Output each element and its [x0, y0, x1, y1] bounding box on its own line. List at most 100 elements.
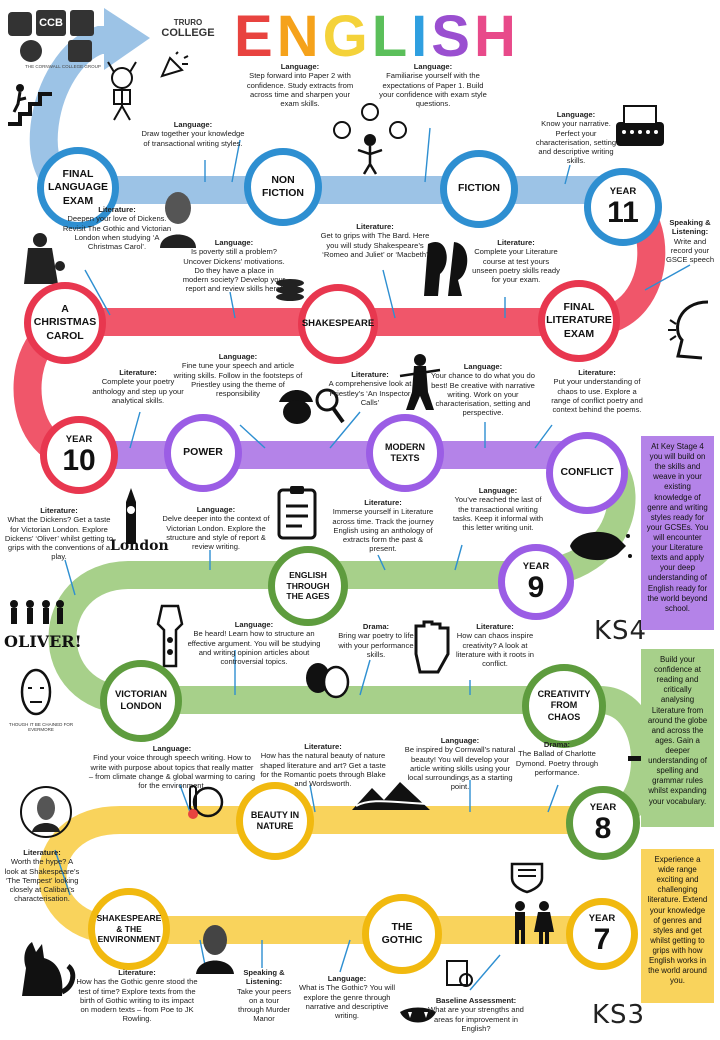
- ks4-info-panel: At Key Stage 4 you will build on the ski…: [641, 436, 714, 630]
- juggling-clocks-icon: [333, 103, 407, 175]
- stage-creativity-from-chaos[interactable]: CREATIVITY FROM CHAOS: [522, 664, 606, 748]
- blurb: Literature:How can chaos inspire creativ…: [455, 622, 535, 668]
- stage-shakespeare[interactable]: SHAKESPEARE: [298, 284, 378, 364]
- stage-final-language-exam[interactable]: FINAL LANGUAGE EXAM: [37, 147, 119, 229]
- blurb: Language:Fine tune your speech and artic…: [173, 352, 303, 398]
- drama-masks-icon: [306, 663, 350, 699]
- typewriter-icon: [616, 105, 664, 146]
- oliver-sign: OLIVER!: [4, 632, 82, 651]
- stage-label: VICTORIAN LONDON: [114, 689, 168, 712]
- year-number: 10: [62, 443, 96, 477]
- year-label: YEAR: [609, 186, 637, 198]
- celebrating-person-icon: [107, 61, 137, 121]
- blurb: Language:Find your voice through speech …: [88, 744, 256, 790]
- students-icon: [515, 901, 554, 944]
- stage-conflict[interactable]: CONFLICT: [546, 432, 628, 514]
- assessment-certificate-icon: [446, 960, 473, 987]
- year-number: 9: [527, 570, 545, 604]
- blurb: Language:Familiarise yourself with the e…: [379, 62, 487, 108]
- blurb: Language:Is poverty still a problem? Unc…: [182, 238, 286, 294]
- romeo-juliet-icon: [424, 241, 468, 296]
- blurb: Language:Your chance to do what you do b…: [431, 362, 535, 418]
- arrow-head-icon: [104, 8, 150, 70]
- title-letter: E: [234, 4, 273, 69]
- stage-fiction[interactable]: FICTION: [440, 150, 518, 228]
- stairs-climber-icon: [8, 84, 52, 126]
- college-logos: CCB THE CORNWALL COLLEGE GROUP: [8, 8, 108, 69]
- stage-a-christmas-carol[interactable]: A CHRISTMAS CAROL: [24, 282, 106, 364]
- london-label: London: [110, 538, 169, 554]
- college-crest-icon: [510, 862, 544, 894]
- stage-non-fiction[interactable]: NON FICTION: [244, 148, 322, 226]
- blurb: Language:Be inspired by Cornwall’s natur…: [404, 736, 516, 792]
- truro-text: TRURO: [173, 18, 203, 27]
- stage-power[interactable]: POWER: [164, 414, 242, 492]
- stage-label: ENGLISH THROUGH THE AGES: [286, 570, 330, 602]
- blurb: Language:Delve deeper into the context o…: [162, 505, 270, 551]
- big-ben-icon: [126, 488, 136, 544]
- detective-magnifier-icon: [279, 388, 345, 424]
- title-letter: N: [276, 4, 319, 69]
- page-title: E N G L I S H: [234, 8, 516, 66]
- year-label: YEAR: [588, 913, 616, 925]
- stage-label: POWER: [183, 446, 223, 459]
- ks3-label: KS3: [592, 1000, 646, 1030]
- blurb: Language:Step forward into Paper 2 with …: [246, 62, 354, 108]
- spaceship-icon: [570, 531, 632, 561]
- black-cat-icon: [22, 942, 76, 996]
- stage-label: THE GOTHIC: [381, 920, 423, 946]
- title-letter: L: [371, 4, 408, 69]
- stage-label: FINAL LITERATURE EXAM: [546, 301, 612, 340]
- ks4-info-panel-green: Build your confidence at reading and cri…: [641, 649, 714, 827]
- truro-college-logo: TRURO COLLEGE: [158, 12, 218, 52]
- year-number: 8: [594, 811, 612, 845]
- stage-label: FINAL LANGUAGE EXAM: [47, 168, 109, 207]
- college-text: COLLEGE: [161, 27, 215, 39]
- logo-crest-icon: [70, 10, 94, 36]
- mountains-icon: [352, 782, 430, 810]
- oliver-figures-icon: [10, 600, 64, 624]
- blurb: Literature:What the Dickens? Get a taste…: [4, 506, 114, 562]
- title-letter: I: [411, 4, 428, 69]
- clipboard-icon: [277, 486, 317, 540]
- blurb: Literature:Get to grips with The Bard. H…: [320, 222, 430, 259]
- stage-beauty-in-nature[interactable]: BEAUTY IN NATURE: [236, 782, 314, 860]
- year-number: 7: [593, 922, 611, 956]
- stage-final-literature-exam[interactable]: FINAL LITERATURE EXAM: [538, 280, 620, 362]
- logo-shield-icon: [8, 12, 32, 36]
- blurb: Baseline Assessment:What are your streng…: [428, 996, 524, 1033]
- blurb: Language:Be heard! Learn how to structur…: [187, 620, 321, 666]
- stage-english-through-the-ages[interactable]: ENGLISH THROUGH THE AGES: [268, 546, 348, 626]
- stage-label: BEAUTY IN NATURE: [250, 809, 300, 831]
- blurb: Drama:The Ballad of Charlotte Dymond. Po…: [515, 740, 599, 777]
- stage-label: SHAKESPEARE & THE ENVIRONMENT: [96, 913, 162, 945]
- mural-caption: THOUGH IT BE CHAINED FOR EVERMORE: [8, 722, 74, 732]
- stage-label: FICTION: [458, 182, 500, 195]
- giraffe-icon: [156, 604, 184, 668]
- blurb: Literature:Complete your poetry antholog…: [92, 368, 184, 405]
- dickens-portrait-icon: [160, 192, 196, 248]
- blurb: Literature:Immerse yourself in Literatur…: [332, 498, 434, 554]
- blurb: Literature:Worth the hype? A look at Sha…: [4, 848, 80, 904]
- stage-label: NON FICTION: [262, 173, 304, 199]
- soldier-icon: [399, 354, 441, 410]
- scrooge-icon: [24, 233, 65, 284]
- year-label: YEAR: [522, 561, 550, 573]
- title-letter: G: [322, 4, 368, 69]
- stage-the-gothic[interactable]: THE GOTHIC: [362, 894, 442, 974]
- stage-label: MODERN TEXTS: [385, 441, 425, 463]
- stage-shakespeare-and-the-environment[interactable]: SHAKESPEARE & THE ENVIRONMENT: [88, 888, 170, 970]
- stage-modern-texts[interactable]: MODERN TEXTS: [366, 414, 444, 492]
- party-popper-icon: [160, 51, 189, 78]
- logo-circle-icon: [20, 40, 42, 62]
- stage-victorian-london[interactable]: VICTORIAN LONDON: [100, 660, 182, 742]
- speaking-head-icon: [668, 300, 709, 360]
- stage-label: CREATIVITY FROM CHAOS: [537, 689, 591, 722]
- year-number: 11: [607, 195, 639, 229]
- title-letter: H: [473, 4, 516, 69]
